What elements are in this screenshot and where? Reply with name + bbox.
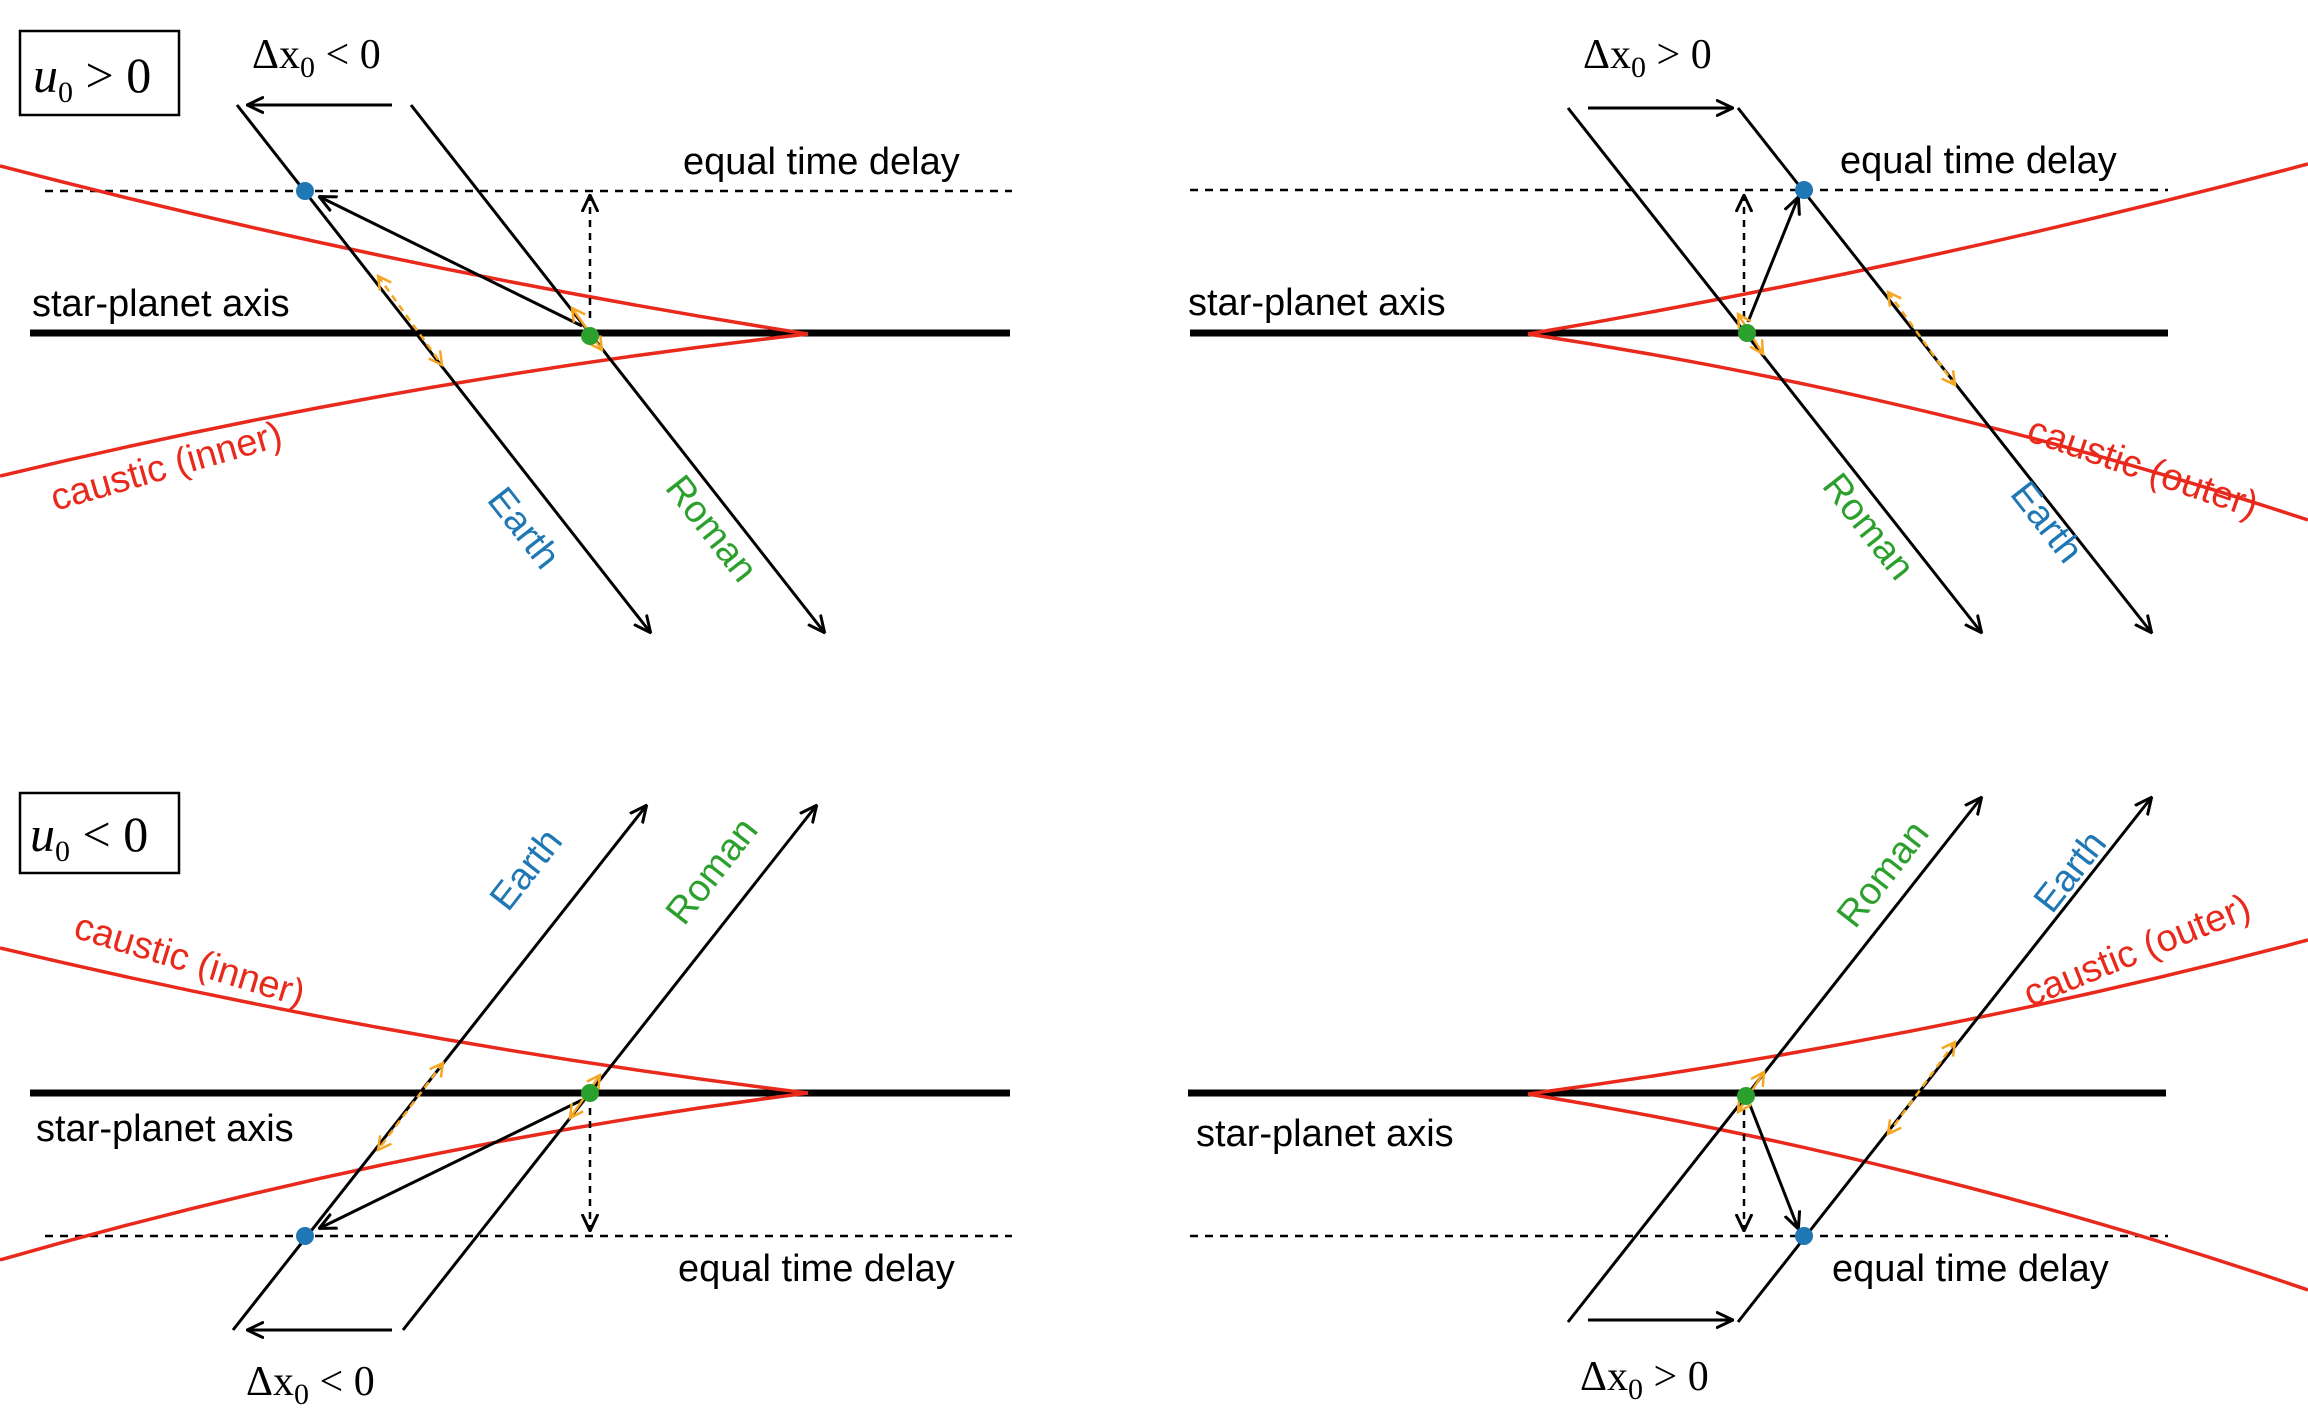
roman-trajectory [1566,798,1981,1323]
earth-label: Earth [2026,823,2115,920]
panel-bottom-left: u0 < 0 star-planet axis equal time delay… [0,791,1012,1411]
separation-arrow-right [1888,1042,1955,1134]
dx0-label: Δx0 < 0 [246,1359,375,1411]
axis-label: star-planet axis [1188,282,1446,324]
panel-top-left: u0 > 0 Δx0 < 0 equal time delay star-pla… [0,29,1012,632]
caustic-upper [1527,162,2308,336]
earth-label: Earth [479,480,568,577]
caustic-lower [1527,332,2308,522]
roman-trajectory [401,806,816,1331]
caustic-upper [0,164,809,336]
axis-label: star-planet axis [36,1108,294,1150]
earth-point [1795,1227,1813,1245]
earth-label: Earth [482,821,571,918]
roman-trajectory [1566,107,1981,632]
dx0-label: Δx0 > 0 [1583,32,1712,84]
roman-point [581,1084,599,1102]
earth-label: Earth [2002,474,2091,571]
caustic-label: caustic (inner) [46,414,287,520]
dx0-label: Δx0 > 0 [1580,1354,1709,1406]
earth-trajectory [235,104,650,632]
roman-earth-arrow [1748,1104,1798,1228]
panel-bottom-right: star-planet axis equal time delay Δx0 > … [1188,798,2308,1406]
u0-box [18,791,181,875]
u0-label: u0 < 0 [30,806,148,868]
separation-arrow-left [378,1063,443,1150]
separation-arrow-left [378,276,442,365]
equal-delay-label: equal time delay [678,1248,955,1290]
caustic-label: caustic (inner) [69,905,309,1015]
earth-point [296,182,314,200]
u0-label: u0 > 0 [33,47,151,109]
roman-point [1737,1087,1755,1105]
caustic-lower [0,332,809,478]
earth-roman-arrow [320,197,583,328]
equal-delay-label: equal time delay [683,141,960,183]
earth-point [1795,181,1813,199]
roman-earth-arrow [320,1098,583,1228]
roman-point [1738,324,1756,342]
axis-label: star-planet axis [1196,1113,1454,1155]
earth-point [296,1227,314,1245]
caustic-lower [0,1091,809,1262]
roman-trajectory [409,104,824,632]
roman-earth-arrow [1746,198,1798,323]
roman-point [581,327,599,345]
u0-box [18,29,181,117]
equal-delay-label: equal time delay [1840,140,2117,182]
roman-label: Roman [658,810,767,932]
dx0-label: Δx0 < 0 [252,32,381,84]
equal-delay-label: equal time delay [1832,1248,2109,1290]
panel-top-right: Δx0 > 0 equal time delay star-planet axi… [1188,32,2308,632]
roman-label: Roman [1814,466,1923,588]
axis-label: star-planet axis [32,283,290,325]
caustic-upper [0,946,809,1095]
caustic-lower [1527,1092,2308,1292]
caustic-upper [1527,938,2308,1096]
